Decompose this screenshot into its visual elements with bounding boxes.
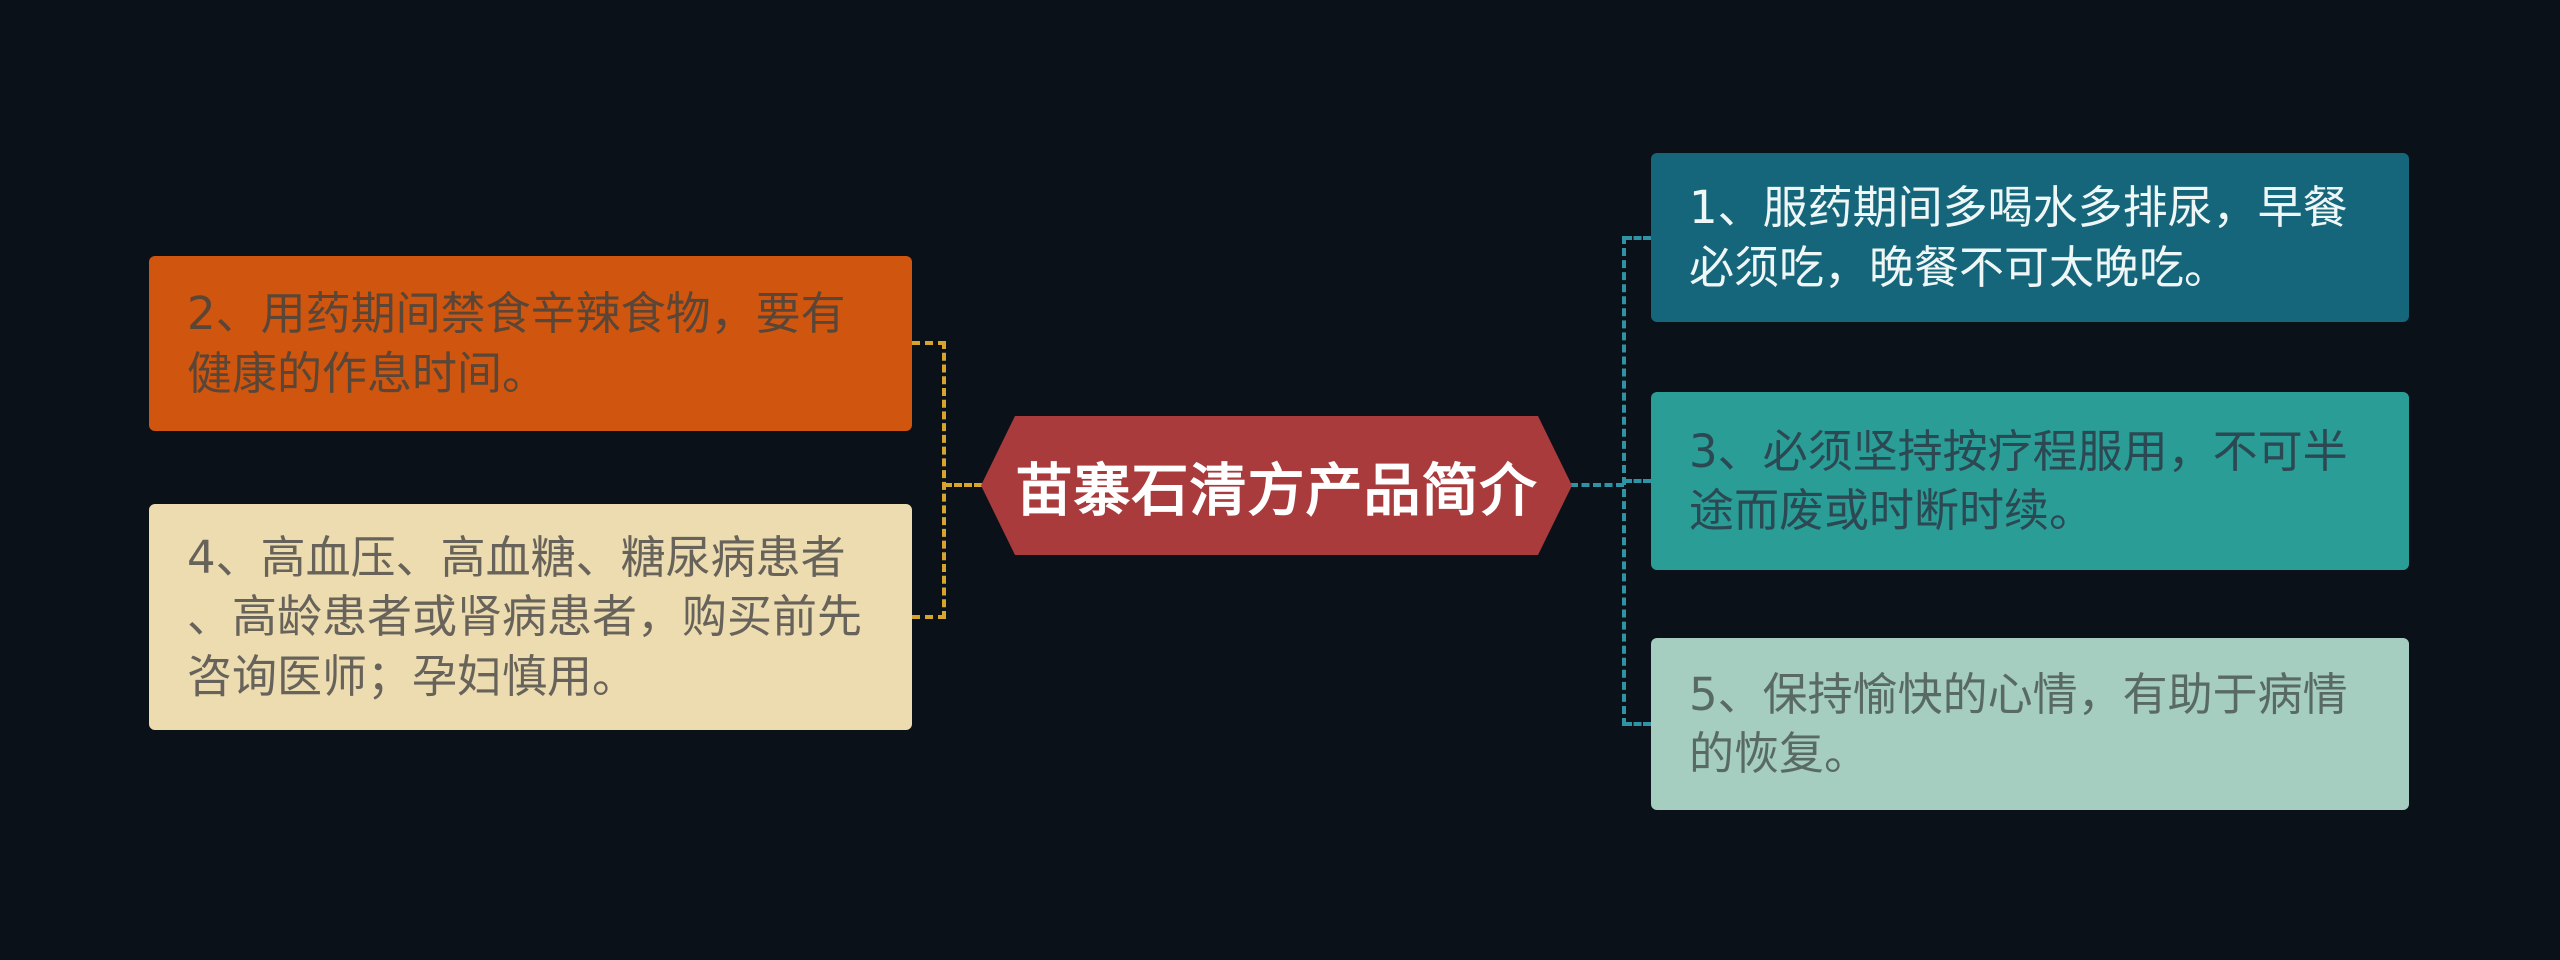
node-4-consult-doctor[interactable]: 4、高血压、高血糖、糖尿病患者、高龄患者或肾病患者，购买前先咨询医师；孕妇慎用。 <box>149 504 912 730</box>
node-1-hydration[interactable]: 1、服药期间多喝水多排尿，早餐必须吃，晚餐不可太晚吃。 <box>1651 153 2409 322</box>
node-4-text: 4、高血压、高血糖、糖尿病患者、高龄患者或肾病患者，购买前先咨询医师；孕妇慎用。 <box>187 530 863 703</box>
node-3-treatment-course[interactable]: 3、必须坚持按疗程服用，不可半途而废或时断时续。 <box>1651 392 2409 570</box>
node-2-text: 2、用药期间禁食辛辣食物，要有健康的作息时间。 <box>187 287 846 400</box>
connector-left-vertical <box>942 341 946 619</box>
connector-right-stub-node5 <box>1624 722 1651 726</box>
node-5-text: 5、保持愉快的心情，有助于病情的恢复。 <box>1689 667 2348 780</box>
node-3-text: 3、必须坚持按疗程服用，不可半途而废或时断时续。 <box>1689 424 2348 537</box>
node-2-diet-restriction[interactable]: 2、用药期间禁食辛辣食物，要有健康的作息时间。 <box>149 256 912 431</box>
connector-left-to-center <box>944 483 982 487</box>
connector-center-to-right <box>1570 483 1624 487</box>
connector-right-stub-node3 <box>1624 479 1651 483</box>
connector-right-stub-node1 <box>1624 236 1651 240</box>
center-node-text: 苗寨石清方产品简介 <box>1015 457 1538 524</box>
center-node-product-intro[interactable]: 苗寨石清方产品简介 <box>981 416 1572 555</box>
node-1-text: 1、服药期间多喝水多排尿，早餐必须吃，晚餐不可太晚吃。 <box>1689 181 2348 294</box>
connector-left-stub-node4 <box>912 615 946 619</box>
node-5-keep-happy-mood[interactable]: 5、保持愉快的心情，有助于病情的恢复。 <box>1651 638 2409 810</box>
connector-left-stub-node2 <box>912 341 946 345</box>
